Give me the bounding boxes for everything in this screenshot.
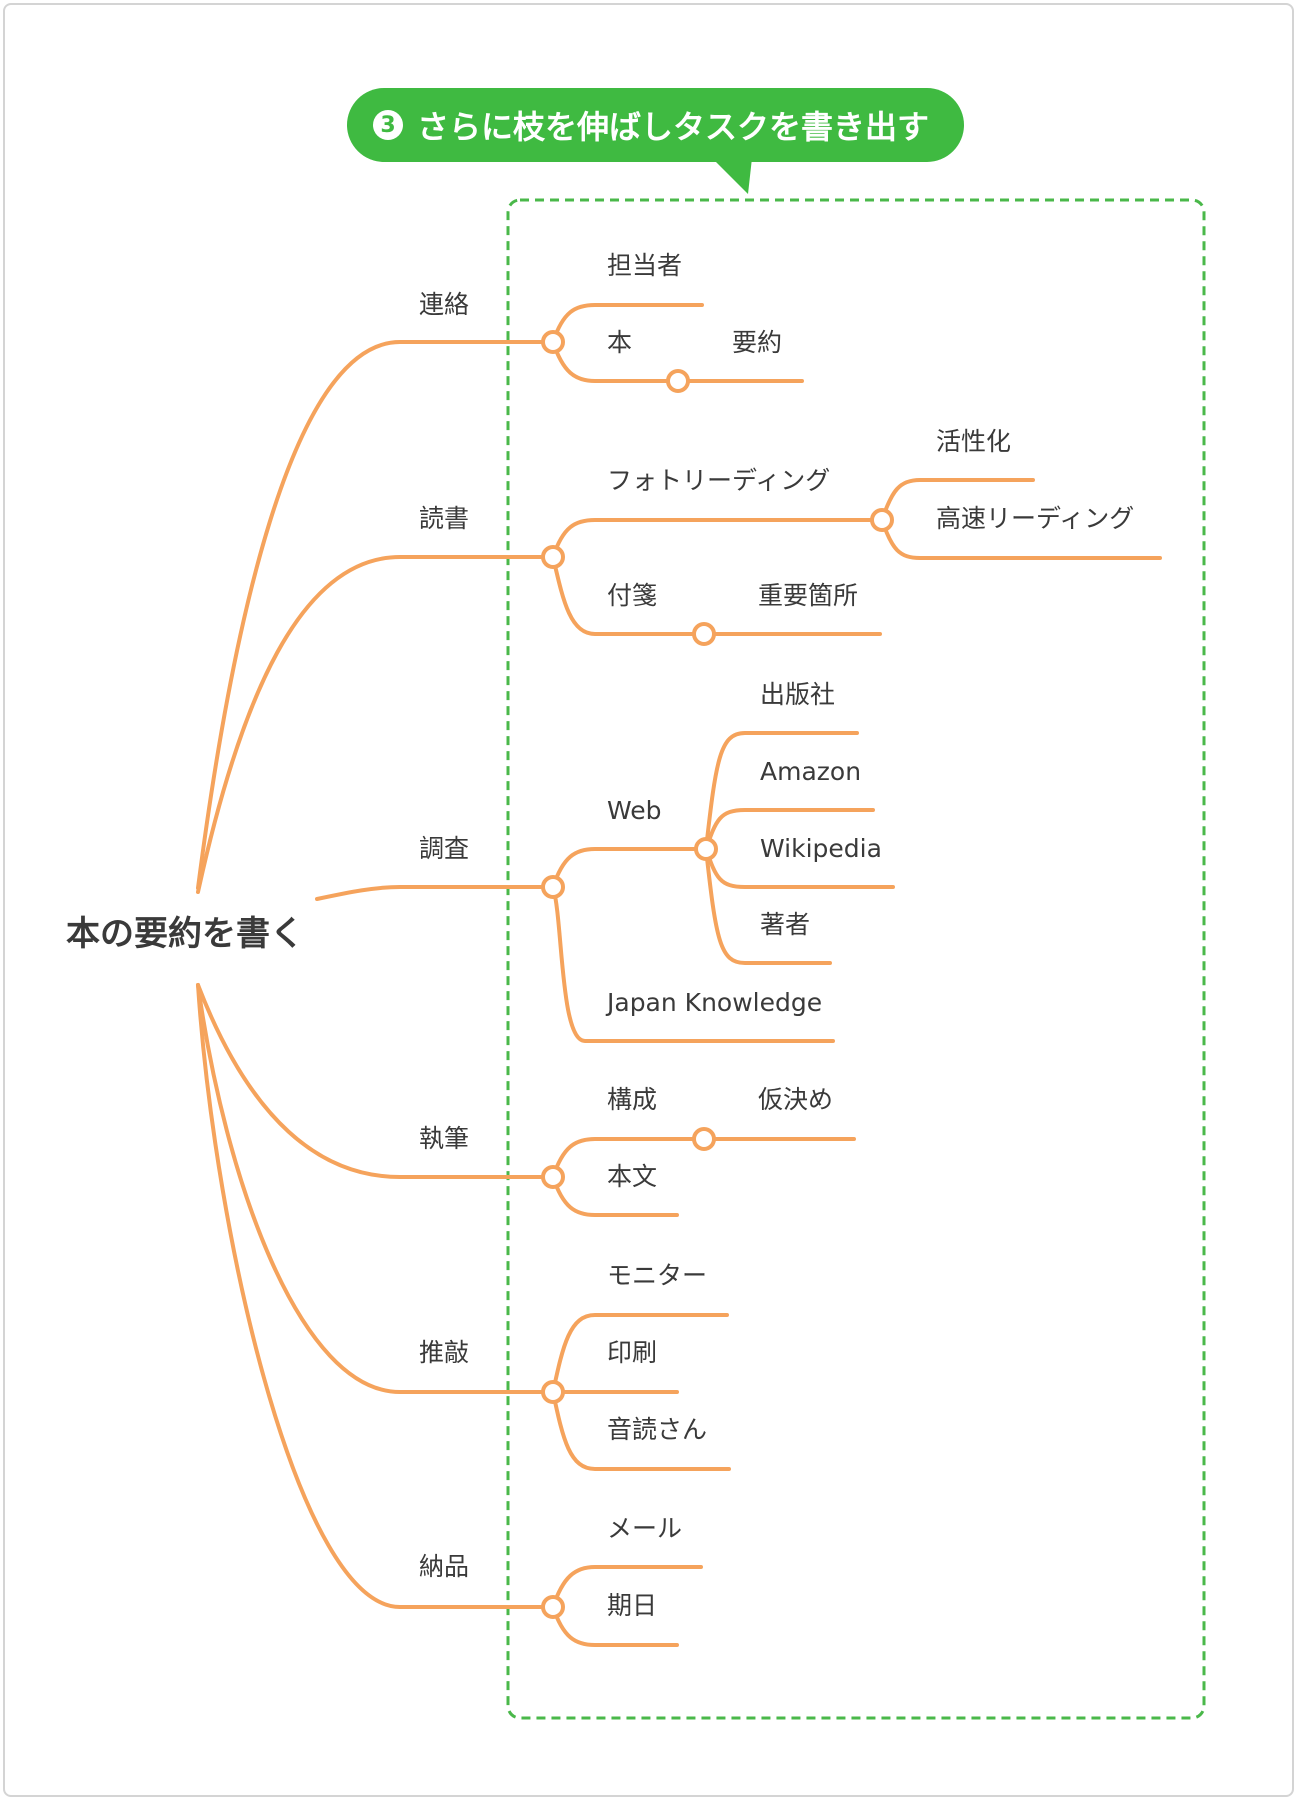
- node-circle: [541, 545, 565, 569]
- edge-ondoku: [551, 1390, 731, 1471]
- page-frame: [3, 3, 1294, 1797]
- root-topic[interactable]: 本の要約を書く: [66, 914, 304, 954]
- edge-root-renraku: [196, 340, 555, 890]
- node-circle: [694, 837, 718, 861]
- edge-root-suikou: [196, 983, 555, 1394]
- node-circle: [692, 622, 716, 646]
- topic-photoreading[interactable]: フォトリーディング: [607, 466, 831, 495]
- topic-ondoku-san[interactable]: 音読さん: [607, 1415, 708, 1444]
- edge-monitor: [551, 1313, 729, 1394]
- node-circle: [541, 875, 565, 899]
- branch-chosa[interactable]: 調査: [419, 834, 470, 863]
- branch-dokusho[interactable]: 読書: [419, 504, 470, 533]
- highlight-box: [506, 198, 1206, 1720]
- topic-tantousha[interactable]: 担当者: [607, 251, 683, 280]
- callout-pointer: [712, 158, 752, 194]
- topic-kousei[interactable]: 構成: [607, 1085, 658, 1114]
- edge-root-shippitsu: [196, 983, 555, 1179]
- topic-fusen[interactable]: 付箋: [607, 581, 658, 610]
- branch-shippitsu[interactable]: 執筆: [419, 1124, 470, 1153]
- topic-mail[interactable]: メール: [607, 1514, 683, 1543]
- topic-kousoku-reading[interactable]: 高速リーディング: [936, 504, 1135, 533]
- topic-wikipedia[interactable]: Wikipedia: [760, 834, 882, 863]
- topic-monitor[interactable]: モニター: [607, 1261, 708, 1290]
- edge-fusen: [551, 555, 882, 636]
- edge-shuppansha: [704, 731, 859, 851]
- topic-karigime[interactable]: 仮決め: [758, 1085, 834, 1114]
- topic-insatsu[interactable]: 印刷: [607, 1338, 658, 1367]
- step-number-badge: 3: [373, 110, 403, 140]
- callout-text: さらに枝を伸ばしタスクを書き出す: [417, 108, 930, 146]
- topic-amazon[interactable]: Amazon: [760, 757, 862, 786]
- edge-chosha: [704, 847, 832, 965]
- branch-nouhin[interactable]: 納品: [419, 1552, 470, 1581]
- topic-web[interactable]: Web: [607, 796, 662, 825]
- topic-kijitsu[interactable]: 期日: [607, 1591, 658, 1620]
- topic-japan-knowledge[interactable]: Japan Knowledge: [607, 988, 823, 1017]
- topic-juuyou-kasho[interactable]: 重要箇所: [758, 581, 859, 610]
- edge-root-dokusho: [196, 555, 555, 894]
- topic-kasseika[interactable]: 活性化: [936, 427, 1012, 456]
- edge-web: [551, 847, 708, 889]
- node-circle: [666, 369, 690, 393]
- edge-root-chosa: [315, 885, 555, 901]
- edge-photoreading: [551, 518, 884, 559]
- node-circle: [541, 1165, 565, 1189]
- node-circle: [541, 330, 565, 354]
- topic-hon[interactable]: 本: [607, 328, 633, 357]
- edge-root-nouhin: [196, 983, 555, 1609]
- step-callout: 3 さらに枝を伸ばしタスクを書き出す: [347, 88, 964, 162]
- topic-shuppansha[interactable]: 出版社: [760, 680, 836, 709]
- topic-chosha[interactable]: 著者: [760, 910, 811, 939]
- node-circle: [692, 1127, 716, 1151]
- node-circle: [541, 1595, 565, 1619]
- branch-suikou[interactable]: 推敲: [419, 1338, 470, 1367]
- topic-honbun[interactable]: 本文: [607, 1162, 658, 1191]
- edge-japan-knowledge: [551, 885, 835, 1043]
- branch-renraku[interactable]: 連絡: [419, 290, 470, 319]
- node-circle: [870, 508, 894, 532]
- node-circle: [541, 1380, 565, 1404]
- topic-youyaku[interactable]: 要約: [732, 328, 783, 357]
